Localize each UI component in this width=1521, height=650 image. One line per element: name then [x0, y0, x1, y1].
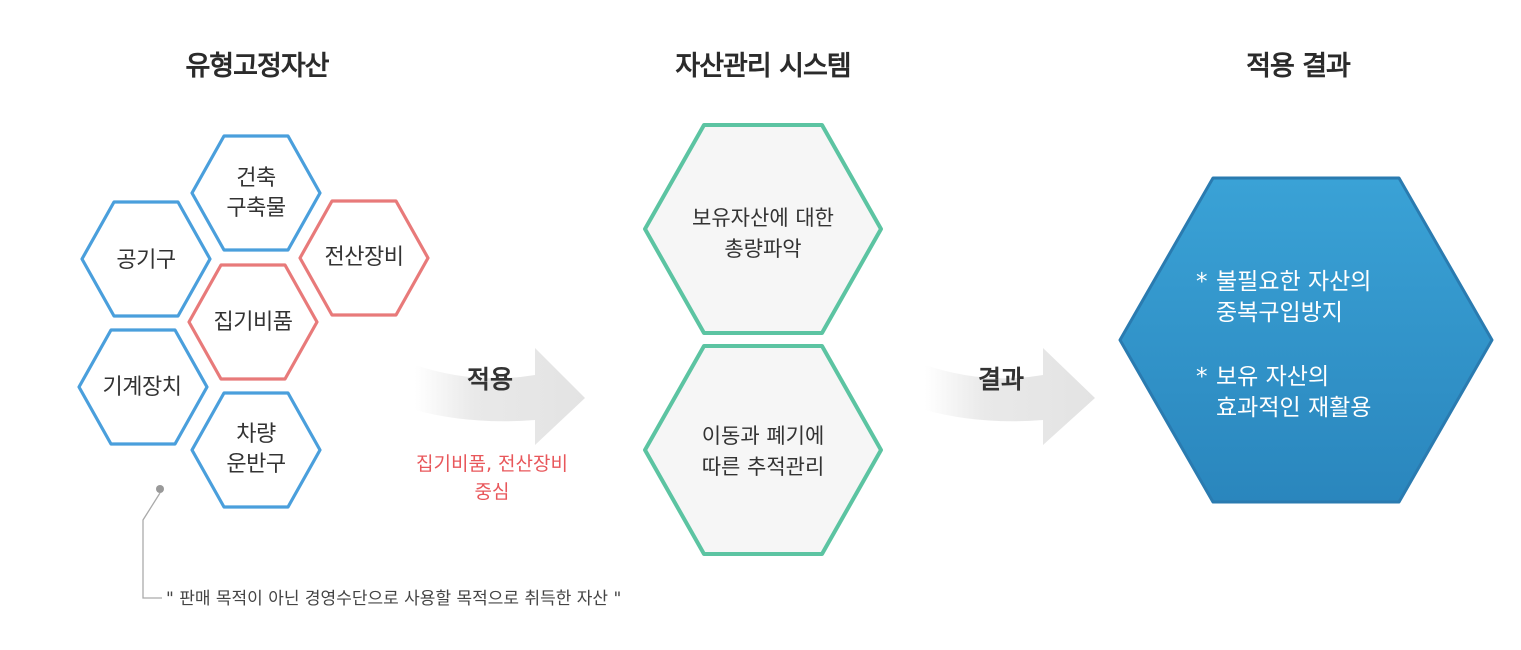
- result-bullet: *: [1196, 269, 1208, 295]
- hex-label-it-equipment: 전산장비: [324, 245, 404, 270]
- hex-vehicles: [190, 391, 322, 509]
- title-tangible-assets: 유형고정자산: [185, 51, 329, 82]
- hex-it-equipment: [298, 199, 430, 317]
- arrow-label-apply: 적용: [466, 365, 514, 394]
- hex-label-fixtures: 집기비품: [213, 310, 293, 335]
- hex-label-machinery: 기계장치: [102, 375, 182, 400]
- result-item-reuse: *보유 자산의 효과적인 재활용: [1196, 364, 1372, 421]
- result-item-duplicate-purchase: *불필요한 자산의 중복구입방지: [1196, 269, 1372, 326]
- hex-result: [1118, 176, 1494, 504]
- footnote-connector: [142, 492, 162, 599]
- hex-label-tools: 공기구: [116, 248, 176, 273]
- hex-tools: [80, 200, 212, 318]
- apply-arrow: [415, 348, 585, 445]
- hex-machinery: [77, 328, 209, 446]
- footnote-definition: " 판매 목적이 아닌 경영수단으로 사용할 목적으로 취득한 자산 ": [166, 589, 622, 609]
- hex-system-inventory: [643, 123, 883, 335]
- title-apply-result: 적용 결과: [1246, 51, 1351, 82]
- hex-system-tracking: [643, 344, 883, 556]
- hex-fixtures: [187, 263, 319, 381]
- result-bullet: *: [1196, 364, 1208, 390]
- title-asset-system: 자산관리 시스템: [675, 51, 851, 82]
- hex-building: [190, 134, 322, 252]
- arrow-label-result: 결과: [977, 365, 1025, 394]
- footnote-dot: [156, 485, 164, 493]
- result-arrow: [925, 348, 1095, 445]
